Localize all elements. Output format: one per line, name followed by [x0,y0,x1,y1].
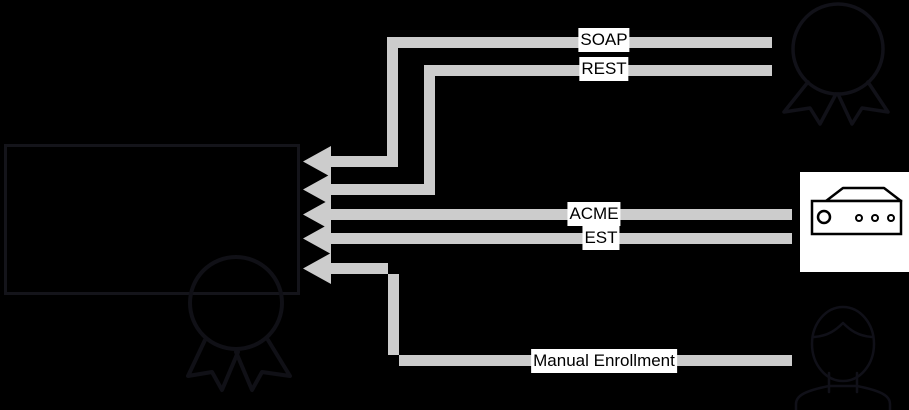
server-appliance-icon [800,172,909,272]
user-person-icon [794,305,892,410]
connector-rest[interactable] [303,65,772,205]
certificate-ribbon-icon [186,255,292,392]
edge-label-acme: ACME [567,202,621,226]
edge-label-rest: REST [579,57,629,81]
connector-manual-enrollment[interactable] [303,253,792,366]
certificate-authority-box[interactable] [4,144,300,295]
edge-label-est: EST [582,226,620,250]
connector-est[interactable] [303,223,792,254]
certificate-ribbon-icon [782,2,890,126]
edge-label-soap: SOAP [578,28,630,52]
connector-acme[interactable] [303,199,792,230]
connector-soap[interactable] [303,37,772,177]
edge-label-manual-enrollment: Manual Enrollment [531,349,677,373]
